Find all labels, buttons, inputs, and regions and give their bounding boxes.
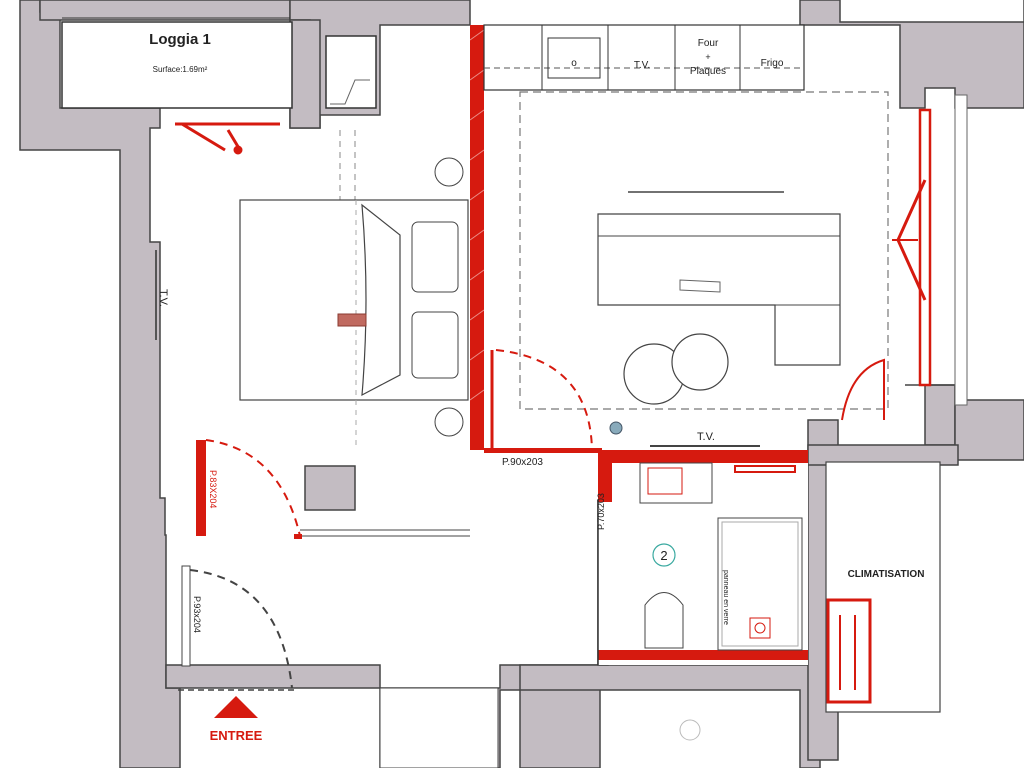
loggia-room — [61, 21, 293, 109]
utility-door-arc — [841, 358, 885, 421]
entrance-arrow-icon — [214, 696, 258, 718]
utility-room — [825, 461, 941, 713]
table-item — [337, 313, 367, 327]
kitchen-tv-label: T.V. — [634, 60, 650, 71]
entrance-label: ENTREE — [210, 728, 263, 743]
oven-label-plus: + — [705, 52, 710, 62]
sink-label: o — [571, 58, 577, 69]
lamp-icon — [609, 421, 623, 435]
door-arc-d1 — [495, 349, 593, 451]
door-label-d1: P.90x203 — [502, 457, 543, 468]
stool — [671, 333, 729, 391]
bedroom-tv-label: T.V. — [157, 289, 169, 307]
partition-wall — [470, 25, 484, 450]
room-number-badge — [652, 543, 676, 567]
pillow — [411, 311, 459, 379]
door-label-d2: P.70x203 — [596, 493, 606, 530]
bedroom-door — [196, 439, 302, 539]
pillow — [411, 221, 459, 293]
wall-right-upper — [924, 384, 956, 446]
bedside-lamp — [434, 157, 464, 187]
loggia-surface: Surface:1.69m² — [153, 65, 208, 74]
utility-label: CLIMATISATION — [848, 569, 925, 580]
bottom-cabinet — [379, 687, 499, 768]
island — [597, 213, 841, 366]
sofa — [361, 203, 401, 397]
oven-label-2: Plaques — [690, 66, 726, 77]
fridge-label: Frigo — [761, 58, 784, 69]
glass-panel-label: panneau en verre — [722, 570, 729, 625]
entrance-door-arc — [189, 569, 293, 689]
desk — [304, 465, 356, 511]
closet-box — [325, 35, 377, 109]
loggia-door — [175, 122, 280, 155]
bathroom — [597, 450, 808, 665]
bedside-lamp — [434, 407, 464, 437]
right-window — [892, 94, 968, 406]
bathroom-number: 2 — [660, 548, 667, 563]
wall-left-outer — [19, 0, 181, 768]
loggia-title: Loggia 1 — [149, 31, 211, 48]
wall-loggia-right — [289, 19, 321, 129]
door-label-d4: P.83X204 — [208, 470, 218, 508]
living-tv-bottom-label: T.V. — [697, 431, 715, 443]
door-label-d3: P.93x204 — [192, 596, 202, 633]
wall-top-loggia — [39, 0, 291, 21]
oven-label-1: Four — [698, 38, 719, 49]
living-rug — [519, 91, 889, 410]
ac-unit — [826, 598, 872, 704]
kitchen-counter — [483, 24, 805, 91]
